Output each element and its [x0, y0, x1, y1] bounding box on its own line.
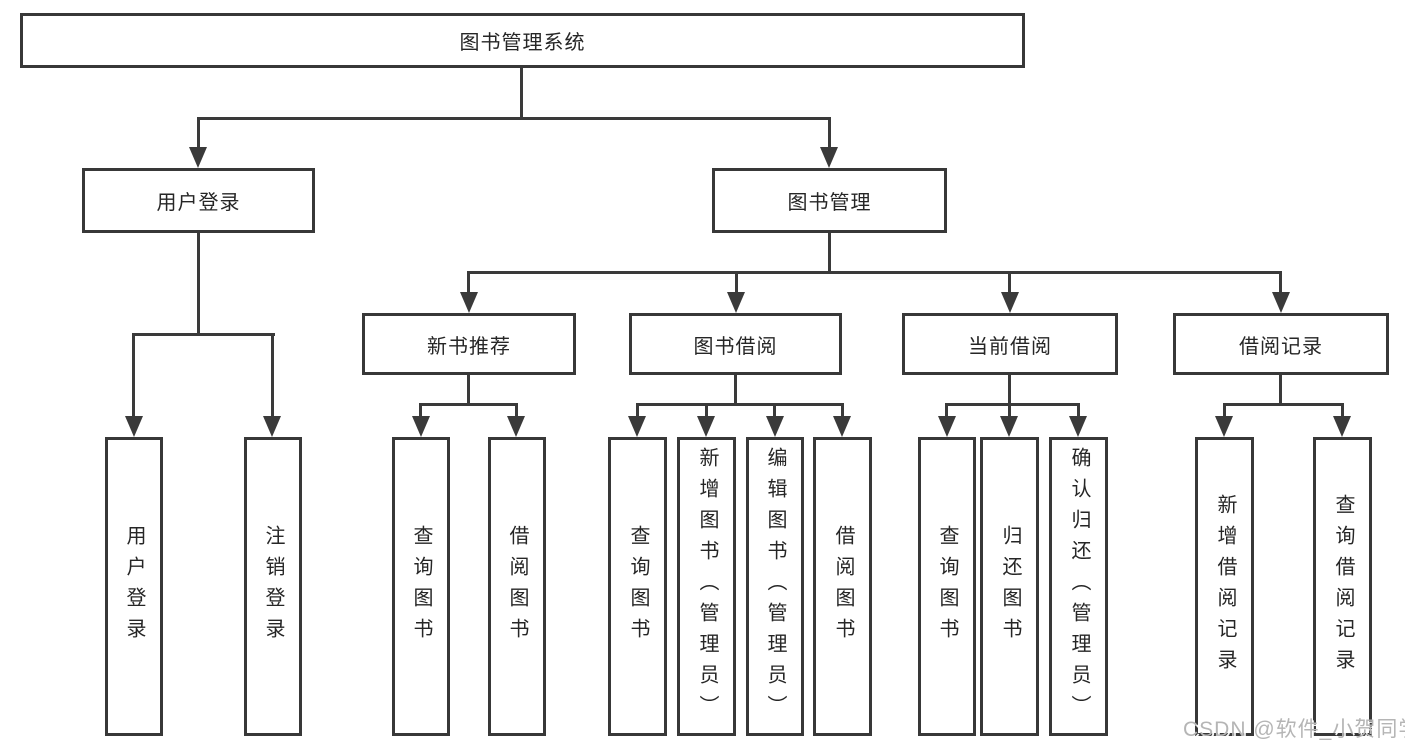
- connector-vline: [419, 403, 422, 419]
- node-current-borrowing-label: 当前借阅: [968, 335, 1052, 358]
- connector-vline: [636, 403, 639, 419]
- arrowhead-down-icon: [833, 416, 851, 437]
- connector-vline: [773, 403, 776, 419]
- arrowhead-down-icon: [1000, 416, 1018, 437]
- node-borrowing-records-label: 借阅记录: [1239, 335, 1323, 358]
- leaf-query-books-borrowing: 查询图书: [608, 437, 667, 736]
- leaf-query-books-recommend-label: 查询图书: [410, 524, 432, 649]
- leaf-borrow-books-recommend: 借阅图书: [488, 437, 546, 736]
- connector-vline: [132, 333, 135, 418]
- node-book-management: 图书管理: [712, 168, 947, 233]
- connector-vline: [734, 375, 737, 406]
- connector-hline: [1223, 403, 1344, 406]
- connector-vline: [1008, 271, 1011, 295]
- connector-vline: [828, 117, 831, 149]
- arrowhead-down-icon: [628, 416, 646, 437]
- connector-vline: [197, 233, 200, 336]
- connector-vline: [735, 271, 738, 295]
- leaf-add-borrow-record: 新增借阅记录: [1195, 437, 1254, 736]
- node-book-management-label: 图书管理: [787, 192, 872, 214]
- arrowhead-down-icon: [697, 416, 715, 437]
- csdn-watermark: CSDN @软件_小贺同学: [1183, 718, 1405, 741]
- connector-vline: [1341, 403, 1344, 419]
- leaf-query-books-recommend: 查询图书: [392, 437, 450, 736]
- leaf-logout: 注销登录: [244, 437, 302, 736]
- connector-vline: [841, 403, 844, 419]
- leaf-query-borrow-record-label: 查询借阅记录: [1332, 493, 1354, 680]
- leaf-logout-label: 注销登录: [262, 524, 284, 649]
- leaf-borrow-books-borrowing: 借阅图书: [813, 437, 872, 736]
- node-user-login: 用户登录: [82, 168, 315, 233]
- leaf-add-borrow-record-label: 新增借阅记录: [1214, 493, 1236, 680]
- node-book-borrowing-label: 图书借阅: [693, 335, 778, 358]
- connector-vline: [828, 233, 831, 274]
- leaf-borrow-books-recommend-label: 借阅图书: [506, 524, 528, 649]
- arrowhead-down-icon: [938, 416, 956, 437]
- leaf-query-books-borrowing-label: 查询图书: [627, 524, 649, 649]
- connector-vline: [1223, 403, 1226, 419]
- connector-vline: [1008, 375, 1011, 406]
- connector-vline: [467, 375, 470, 406]
- connector-vline: [271, 333, 274, 418]
- connector-vline: [1008, 403, 1011, 419]
- leaf-user-login-label: 用户登录: [123, 524, 145, 649]
- leaf-confirm-return-admin-label: 确认归还（管理员）: [1068, 447, 1090, 726]
- node-book-borrowing: 图书借阅: [629, 313, 842, 375]
- connector-hline: [419, 403, 518, 406]
- connector-vline: [467, 271, 470, 295]
- leaf-edit-book-admin: 编辑图书（管理员）: [746, 437, 804, 736]
- connector-vline: [197, 117, 200, 149]
- arrowhead-down-icon: [125, 416, 143, 437]
- leaf-add-book-admin-label: 新增图书（管理员）: [696, 447, 718, 726]
- connector-vline: [1279, 271, 1282, 295]
- arrowhead-down-icon: [820, 147, 838, 168]
- leaf-return-book: 归还图书: [980, 437, 1039, 736]
- leaf-query-borrow-record: 查询借阅记录: [1313, 437, 1372, 736]
- arrowhead-down-icon: [727, 292, 745, 313]
- connector-hline: [636, 403, 844, 406]
- arrowhead-down-icon: [263, 416, 281, 437]
- arrowhead-down-icon: [189, 147, 207, 168]
- connector-vline: [945, 403, 948, 419]
- connector-vline: [520, 68, 523, 120]
- arrowhead-down-icon: [412, 416, 430, 437]
- leaf-confirm-return-admin: 确认归还（管理员）: [1049, 437, 1108, 736]
- node-root-library-system: 图书管理系统: [20, 13, 1025, 68]
- arrowhead-down-icon: [1272, 292, 1290, 313]
- node-user-login-label: 用户登录: [156, 192, 241, 214]
- arrowhead-down-icon: [1069, 416, 1087, 437]
- connector-vline: [515, 403, 518, 419]
- leaf-add-book-admin: 新增图书（管理员）: [677, 437, 736, 736]
- leaf-edit-book-admin-label: 编辑图书（管理员）: [764, 447, 786, 726]
- node-new-book-recommend: 新书推荐: [362, 313, 576, 375]
- leaf-user-login: 用户登录: [105, 437, 163, 736]
- arrowhead-down-icon: [1215, 416, 1233, 437]
- leaf-query-books-current-label: 查询图书: [936, 524, 958, 649]
- node-new-book-recommend-label: 新书推荐: [427, 335, 511, 358]
- connector-hline: [132, 333, 275, 336]
- leaf-borrow-books-borrowing-label: 借阅图书: [832, 524, 854, 649]
- arrowhead-down-icon: [460, 292, 478, 313]
- node-borrowing-records: 借阅记录: [1173, 313, 1389, 375]
- arrowhead-down-icon: [507, 416, 525, 437]
- node-root-label: 图书管理系统: [459, 32, 586, 54]
- arrowhead-down-icon: [1333, 416, 1351, 437]
- leaf-query-books-current: 查询图书: [918, 437, 976, 736]
- connector-hline: [467, 271, 1282, 274]
- arrowhead-down-icon: [1001, 292, 1019, 313]
- arrowhead-down-icon: [766, 416, 784, 437]
- connector-vline: [705, 403, 708, 419]
- connector-hline: [197, 117, 831, 120]
- node-current-borrowing: 当前借阅: [902, 313, 1118, 375]
- leaf-return-book-label: 归还图书: [999, 524, 1021, 649]
- connector-vline: [1077, 403, 1080, 419]
- connector-vline: [1279, 375, 1282, 406]
- connector-hline: [945, 403, 1080, 406]
